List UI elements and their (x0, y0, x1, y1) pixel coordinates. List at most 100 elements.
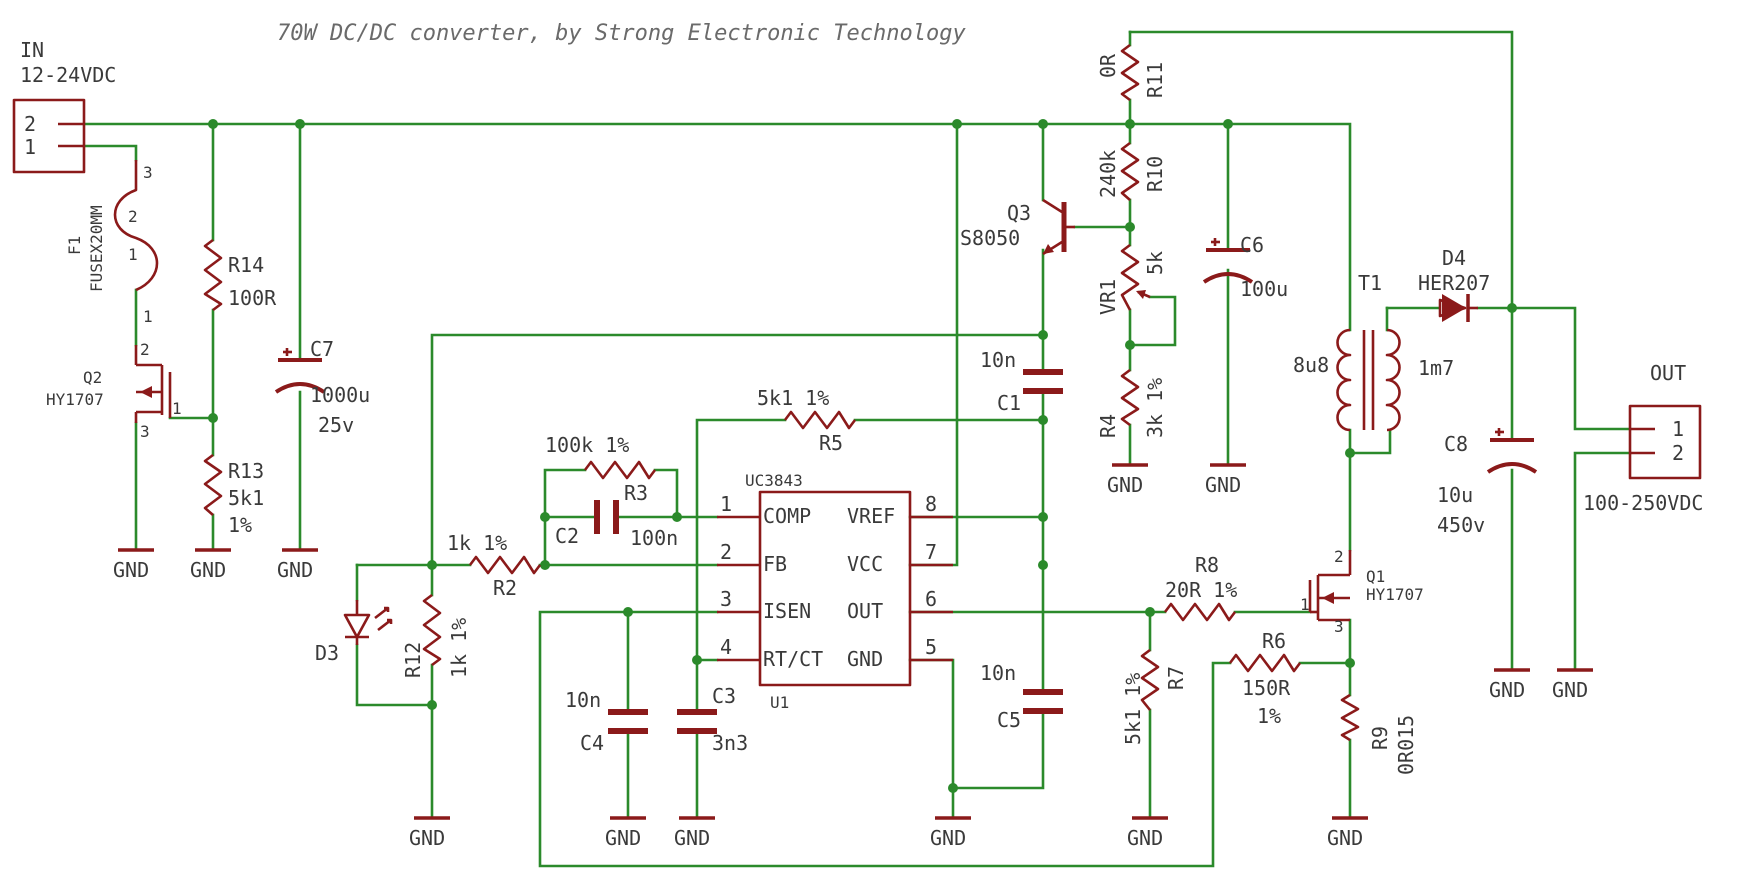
r4-label: R4 (1096, 414, 1120, 438)
junction-dot (1038, 560, 1048, 570)
c8-voltage: 450v (1437, 513, 1485, 537)
t1-secondary: 1m7 (1418, 356, 1454, 380)
r10-value: 240k (1096, 150, 1120, 198)
r6-value: 150R (1242, 676, 1291, 700)
input-pin-1: 1 (24, 135, 36, 159)
junction-dot (427, 700, 437, 710)
q2-label: Q2 (83, 368, 102, 387)
r6-tol: 1% (1257, 704, 1281, 728)
r7-label: R7 (1164, 666, 1188, 690)
u1-pin-num: 6 (925, 587, 937, 611)
svg-text:GND: GND (113, 558, 149, 582)
resistor-r8: R8 20R 1% (1163, 553, 1237, 622)
svg-text:GND: GND (930, 826, 966, 850)
r11-label: R11 (1143, 62, 1167, 98)
junction-dot (672, 512, 682, 522)
ic-u1: UC3843 U1 1 2 3 4 COMP FB ISEN RT/CT 8 7… (717, 471, 953, 712)
gnd-symbol: GND (409, 816, 450, 850)
junction-dot (1125, 340, 1135, 350)
r9-value: 0R015 (1394, 715, 1418, 775)
r13-label: R13 (228, 459, 264, 483)
r14-value: 100R (228, 286, 277, 310)
wire-r3-right (653, 468, 679, 519)
wire-vin-rail (82, 122, 1352, 332)
fuse-f1: 3 2 1 1 F1 FUSEX20MM (65, 160, 159, 326)
gnd-symbol: GND (930, 816, 971, 850)
resistor-r14: R14 100R (203, 238, 277, 312)
f1-pin-3: 3 (143, 163, 153, 182)
c7-voltage: 25v (318, 413, 354, 437)
u1-label: U1 (770, 693, 789, 712)
r3-label: R3 (624, 481, 648, 505)
mosfet-q1: 2 3 1 Q1 HY1707 (1300, 547, 1424, 636)
junction-dot (1038, 330, 1048, 340)
capacitor-c5: 10n C5 (980, 661, 1063, 732)
led-d3: D3 (315, 600, 393, 665)
resistor-r7: 5k1 1% R7 (1121, 648, 1188, 745)
input-connector-name: IN (20, 38, 44, 62)
r5-label: R5 (819, 431, 843, 455)
capacitor-c8: C8 10u 450v (1437, 428, 1538, 537)
svg-text:GND: GND (1552, 678, 1588, 702)
schematic-title: 70W DC/DC converter, by Strong Electroni… (277, 21, 967, 46)
mosfet-q2: 2 3 1 Q2 HY1707 (46, 340, 182, 441)
f1-label: F1 (65, 236, 84, 255)
c4-label: C4 (580, 731, 604, 755)
wire-vref-fb (430, 333, 1045, 567)
resistor-r10: 240k R10 (1096, 141, 1167, 201)
transformer-t1: T1 8u8 1m7 (1293, 271, 1454, 432)
f1-value: FUSEX20MM (87, 205, 106, 292)
u1-value: UC3843 (745, 471, 803, 490)
c7-label: C7 (310, 337, 334, 361)
svg-text:GND: GND (674, 826, 710, 850)
r12-value: 1k 1% (447, 618, 471, 678)
diode-d4: D4 HER207 (1418, 246, 1490, 322)
q3-label: Q3 (1007, 201, 1031, 225)
svg-text:GND: GND (1127, 826, 1163, 850)
svg-text:GND: GND (277, 558, 313, 582)
r6-label: R6 (1262, 629, 1286, 653)
r13-value: 5k1 (228, 486, 264, 510)
junction-dot (952, 119, 962, 129)
output-connector-value: 100-250VDC (1583, 491, 1703, 515)
r5-value: 5k1 1% (757, 386, 829, 410)
junction-dot (295, 119, 305, 129)
junction-dot (1345, 448, 1355, 458)
wire-r3-left (543, 468, 587, 567)
gnd-symbol: GND (1552, 668, 1593, 702)
output-pin-2: 2 (1672, 441, 1684, 465)
gnd-symbol: GND (1489, 668, 1530, 702)
junction-dot (948, 783, 958, 793)
c1-label: C1 (997, 391, 1021, 415)
u1-pin-num: 8 (925, 492, 937, 516)
resistor-r9: R9 0R015 (1340, 693, 1418, 775)
d4-value: HER207 (1418, 271, 1490, 295)
c3-label: C3 (712, 684, 736, 708)
capacitor-c7: C7 1000u 25v (274, 337, 370, 437)
junction-dot (1038, 512, 1048, 522)
capacitor-c4: 10n C4 (565, 688, 648, 755)
r9-label: R9 (1368, 726, 1392, 750)
c8-label: C8 (1444, 432, 1468, 456)
c5-value: 10n (980, 661, 1016, 685)
u1-pin-num: 1 (720, 492, 732, 516)
u1-pin-label: VREF (847, 504, 895, 528)
svg-text:GND: GND (1327, 826, 1363, 850)
junction-dot (540, 512, 550, 522)
f1-pin-1: 1 (143, 307, 153, 326)
junction-dot (427, 560, 437, 570)
gnd-symbol: GND (1205, 463, 1246, 497)
junction-dot (1038, 119, 1048, 129)
q1-pin-3: 3 (1334, 617, 1344, 636)
c3-value: 3n3 (712, 731, 748, 755)
d4-label: D4 (1442, 246, 1466, 270)
resistor-r12: R12 1k 1% (401, 593, 471, 678)
q2-pin-1: 1 (172, 399, 182, 418)
r14-label: R14 (228, 253, 264, 277)
c2-value: 100n (630, 526, 678, 550)
svg-text:GND: GND (1107, 473, 1143, 497)
u1-pin-label: RT/CT (763, 647, 823, 671)
capacitor-c2: C2 100n (555, 500, 678, 550)
r10-label: R10 (1143, 156, 1167, 192)
